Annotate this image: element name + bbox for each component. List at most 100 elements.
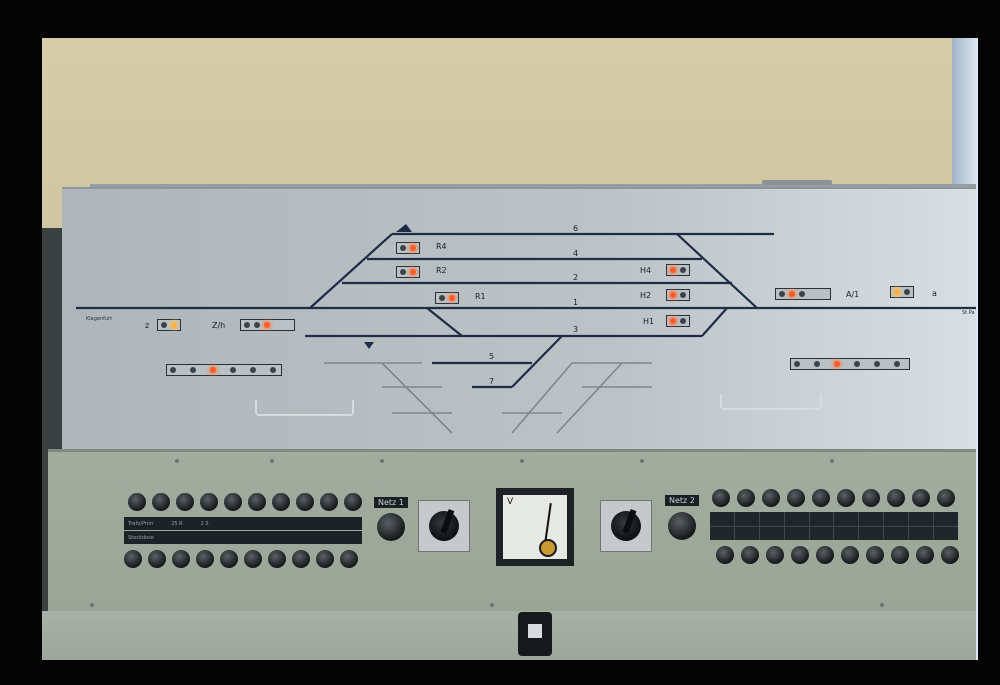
- control-knob[interactable]: [320, 493, 338, 511]
- signal-h1[interactable]: [666, 315, 690, 327]
- signal-z[interactable]: [157, 319, 181, 331]
- voltmeter: V: [496, 488, 574, 566]
- netz2-button[interactable]: [668, 512, 696, 540]
- triangle-marker-icon: [396, 224, 412, 232]
- label-strip-bottom: Steckdose: [124, 531, 362, 544]
- rivet: [830, 459, 834, 463]
- control-knob[interactable]: [837, 489, 855, 507]
- signal-label-zh: Z/h: [212, 321, 226, 330]
- control-knob[interactable]: [841, 546, 859, 564]
- control-knob[interactable]: [816, 546, 834, 564]
- control-knob[interactable]: [148, 550, 166, 568]
- control-knob[interactable]: [912, 489, 930, 507]
- label-grid-right: [710, 512, 958, 540]
- control-knob[interactable]: [196, 550, 214, 568]
- netz1-label: Netz 1: [374, 497, 408, 508]
- voltmeter-hub: [539, 539, 557, 557]
- signal-r2[interactable]: [396, 266, 420, 278]
- control-knob[interactable]: [272, 493, 290, 511]
- label-strip-top: Trafo/Prim 25 R 2 S: [124, 517, 362, 530]
- signal-label-a: a: [932, 289, 937, 298]
- siding-track: [556, 362, 623, 434]
- control-knob[interactable]: [716, 546, 734, 564]
- control-knob[interactable]: [176, 493, 194, 511]
- rotary-switch-right[interactable]: [600, 500, 652, 552]
- control-knob[interactable]: [787, 489, 805, 507]
- control-knob[interactable]: [941, 546, 959, 564]
- rivet: [880, 603, 884, 607]
- netz1-button[interactable]: [377, 513, 405, 541]
- control-knob[interactable]: [224, 493, 242, 511]
- signal-label-r4: R4: [436, 242, 447, 251]
- station-label-right: St.Pa: [962, 310, 975, 316]
- signal-a[interactable]: [890, 286, 914, 298]
- panel-handle-right[interactable]: [720, 394, 822, 410]
- control-knob[interactable]: [172, 550, 190, 568]
- turnout-left-upper: [309, 233, 393, 309]
- control-knob[interactable]: [296, 493, 314, 511]
- station-label-left: Klagenfurt: [86, 316, 113, 322]
- signal-label-h2: H2: [640, 291, 652, 300]
- control-knob[interactable]: [200, 493, 218, 511]
- voltmeter-face: V: [503, 495, 567, 559]
- control-knob[interactable]: [268, 550, 286, 568]
- strip-text: Steckdose: [128, 534, 154, 541]
- track-number-4: 4: [573, 249, 579, 258]
- rivet: [90, 603, 94, 607]
- control-knob[interactable]: [712, 489, 730, 507]
- track-number-2: 2: [573, 273, 579, 282]
- control-knob[interactable]: [937, 489, 955, 507]
- signal-a1[interactable]: [775, 288, 831, 300]
- track-number-3: 3: [573, 325, 579, 334]
- strip-text: 25 R: [171, 520, 183, 527]
- netz2-label: Netz 2: [665, 495, 699, 506]
- control-knob[interactable]: [220, 550, 238, 568]
- control-knob[interactable]: [887, 489, 905, 507]
- control-knob[interactable]: [344, 493, 362, 511]
- signal-r1[interactable]: [435, 292, 459, 304]
- signal-label-h4: H4: [640, 266, 652, 275]
- control-knob[interactable]: [316, 550, 334, 568]
- control-knob[interactable]: [862, 489, 880, 507]
- signal-label-a1: A/1: [846, 290, 860, 299]
- control-knob[interactable]: [124, 550, 142, 568]
- signal-label-r2: R2: [436, 266, 447, 275]
- track-number-7: 7: [489, 377, 495, 386]
- crossover-indicator-left[interactable]: [166, 364, 282, 376]
- control-knob[interactable]: [244, 550, 262, 568]
- rotary-switch-left[interactable]: [418, 500, 470, 552]
- triangle-marker-icon: [364, 342, 374, 349]
- control-knob[interactable]: [891, 546, 909, 564]
- signal-h2[interactable]: [666, 289, 690, 301]
- control-knob[interactable]: [812, 489, 830, 507]
- control-knob[interactable]: [737, 489, 755, 507]
- signal-label-r1: R1: [475, 292, 486, 301]
- control-knob[interactable]: [248, 493, 266, 511]
- turnout-right-lower: [701, 307, 728, 337]
- crossover-indicator-right[interactable]: [790, 358, 910, 370]
- voltmeter-unit: V: [507, 497, 514, 507]
- control-knob[interactable]: [791, 546, 809, 564]
- control-knob[interactable]: [292, 550, 310, 568]
- panel-handle-left[interactable]: [255, 400, 354, 416]
- track-number-1: 1: [573, 298, 579, 307]
- control-knob[interactable]: [762, 489, 780, 507]
- rivet: [490, 603, 494, 607]
- signal-label-h1: H1: [643, 317, 655, 326]
- control-knob[interactable]: [866, 546, 884, 564]
- track-layout: [76, 224, 976, 434]
- signal-r4[interactable]: [396, 242, 420, 254]
- turnout-right-upper: [676, 233, 758, 309]
- power-socket[interactable]: [518, 612, 552, 656]
- signal-zh[interactable]: [240, 319, 295, 331]
- control-knob[interactable]: [152, 493, 170, 511]
- strip-text: 2 S: [200, 520, 209, 527]
- console-base: [42, 611, 976, 660]
- signal-h4[interactable]: [666, 264, 690, 276]
- control-knob[interactable]: [741, 546, 759, 564]
- control-knob[interactable]: [916, 546, 934, 564]
- control-knob[interactable]: [766, 546, 784, 564]
- control-knob[interactable]: [128, 493, 146, 511]
- control-knob[interactable]: [340, 550, 358, 568]
- branch-to-5-7: [511, 335, 563, 388]
